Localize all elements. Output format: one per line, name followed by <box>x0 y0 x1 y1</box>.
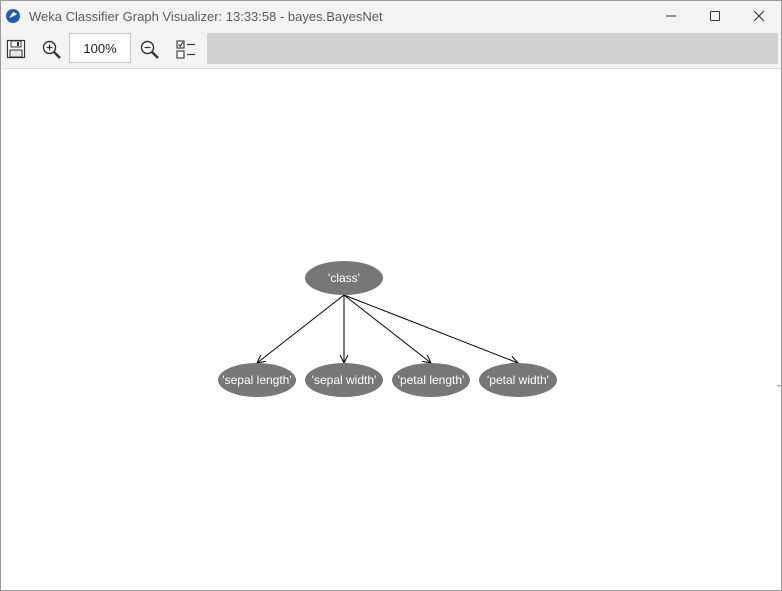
zoom-in-icon <box>42 40 61 59</box>
node-label: 'sepal width' <box>312 373 377 387</box>
graph-canvas[interactable]: 'class' 'sepal length' 'sepal width' 'petal… <box>1 69 781 590</box>
save-icon <box>6 39 26 59</box>
minimize-button[interactable] <box>649 1 693 31</box>
node-label: 'petal width' <box>487 373 549 387</box>
layout-properties-button[interactable] <box>173 37 197 61</box>
graph-node-petal-length[interactable]: 'petal length' <box>392 363 470 397</box>
node-label: 'sepal length' <box>222 373 291 387</box>
minimize-icon <box>666 15 676 17</box>
canvas-edge-marker: — <box>777 380 781 390</box>
title-bar[interactable]: Weka Classifier Graph Visualizer: 13:33:… <box>1 1 781 32</box>
zoom-in-button[interactable] <box>39 37 63 61</box>
edge-class-to-sepal_length <box>257 294 345 363</box>
graph-node-class[interactable]: 'class' <box>305 261 383 295</box>
zoom-out-icon <box>140 40 159 59</box>
maximize-button[interactable] <box>693 1 737 31</box>
node-ellipse <box>479 363 557 397</box>
node-ellipse <box>305 363 383 397</box>
node-ellipse <box>392 363 470 397</box>
save-button[interactable] <box>4 37 28 61</box>
toolbar <box>1 32 781 69</box>
edge-class-to-petal_width <box>343 294 518 363</box>
bayes-network-graph: 'class' 'sepal length' 'sepal width' 'petal… <box>218 261 557 397</box>
weka-app-icon <box>6 9 20 23</box>
graph-node-sepal-width[interactable]: 'sepal width' <box>305 363 383 397</box>
node-label: 'petal length' <box>398 373 465 387</box>
graph-node-sepal-length[interactable]: 'sepal length' <box>218 363 296 397</box>
close-icon <box>753 10 765 22</box>
toolbar-empty-area <box>207 33 778 64</box>
node-ellipse <box>218 363 296 397</box>
layout-properties-icon <box>176 40 195 59</box>
zoom-out-button[interactable] <box>137 37 161 61</box>
window-title: Weka Classifier Graph Visualizer: 13:33:… <box>29 9 383 24</box>
zoom-level-input[interactable] <box>69 33 131 63</box>
node-label: 'class' <box>328 271 360 285</box>
maximize-icon <box>710 11 720 21</box>
node-ellipse <box>305 261 383 295</box>
close-button[interactable] <box>737 1 781 31</box>
graph-node-petal-width[interactable]: 'petal width' <box>479 363 557 397</box>
edge-class-to-petal_length <box>343 294 431 363</box>
